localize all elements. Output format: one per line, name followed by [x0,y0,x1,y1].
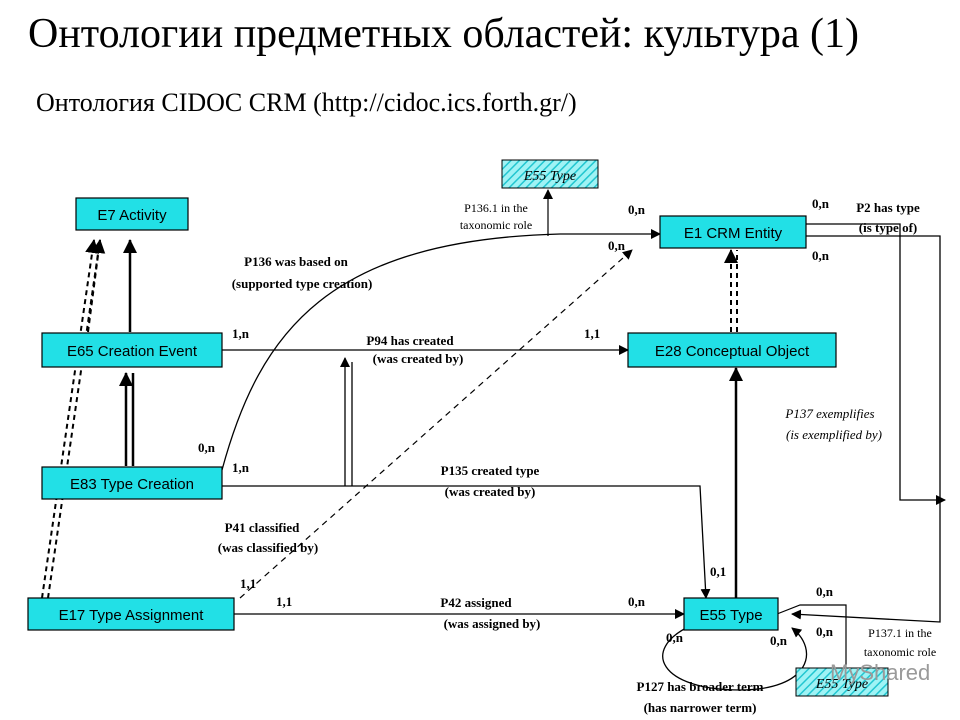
card-p2-from: 0,n [812,196,830,211]
label-p135-line1: P135 created type [441,463,540,478]
label-p41-line1: P41 classified [225,520,301,535]
p136-curve [221,229,661,471]
label-p136-1-line2: taxonomic role [460,218,532,232]
card-e1-mid: 0,n [608,238,626,253]
card-e1-top: 0,n [628,202,646,217]
p2-line [806,223,946,505]
svg-text:E55 Type: E55 Type [815,677,868,692]
card-e65-out: 1,n [232,326,250,341]
card-e55-loop-right: 0,n [770,633,788,648]
svg-text:E83 Type Creation: E83 Type Creation [70,476,194,493]
svg-text:E17 Type Assignment: E17 Type Assignment [59,607,205,624]
label-p127-line1: P127 has broader term [637,679,764,694]
card-e55-right-top: 0,n [816,584,834,599]
page-title: Онтологии предметных областей: культура … [28,11,859,57]
label-p137-line2: (is exemplified by) [786,427,882,442]
card-e17-11b: 1,1 [276,594,292,609]
svg-text:E65 Creation Event: E65 Creation Event [67,343,198,360]
svg-text:E1 CRM Entity: E1 CRM Entity [684,225,783,242]
box-e28-conceptual-object: E28 Conceptual Object [627,332,837,368]
label-p136-line2: (supported type creation) [232,276,373,291]
card-e55-in-p42: 0,n [628,594,646,609]
box-e17-type-assignment: E17 Type Assignment [27,597,235,631]
svg-text:E55 Type: E55 Type [699,607,762,624]
watermark: MyShared [830,660,930,685]
label-p94-line1: P94 has created [366,333,454,348]
label-p137-line1: P137 exemplifies [784,406,874,421]
card-e83-1n: 1,n [232,460,250,475]
label-p137-1-line1: P137.1 in the [868,626,932,640]
p127-loop [662,625,808,691]
box-e1-crm-entity: E1 CRM Entity [659,215,807,249]
inheritance-e17-e7 [41,239,101,599]
svg-text:E7 Activity: E7 Activity [97,207,167,224]
box-e83-type-creation: E83 Type Creation [41,466,223,500]
label-p2-line2: (is type of) [859,220,918,235]
p135-line [222,485,711,599]
card-e17-11a: 1,1 [240,576,256,591]
label-p136-1-line1: P136.1 in the [464,201,528,215]
label-p136-line1: P136 was based on [244,254,348,269]
label-p127-line2: (has narrower term) [644,700,757,715]
inheritance-e83-e65 [119,372,135,466]
card-e55-loop-left: 0,n [666,630,684,645]
box-e55-type-top: E55 Type [501,159,599,189]
card-p2-to: 0,n [812,248,830,263]
label-p137-1-line2: taxonomic role [864,645,936,659]
box-e55-type: E55 Type [683,597,779,631]
inheritance-e28-e1 [724,249,738,332]
svg-text:E28 Conceptual Object: E28 Conceptual Object [655,343,810,360]
card-e55-01: 0,1 [710,564,726,579]
label-p42-line2: (was assigned by) [444,616,541,631]
card-e28-in: 1,1 [584,326,600,341]
page-subtitle: Онтология CIDOC CRM (http://cidoc.ics.fo… [36,88,577,117]
label-p94-line2: (was created by) [373,351,464,366]
label-p2-line1: P2 has type [856,200,920,215]
box-e55-type-bottom: E55 Type [795,667,889,697]
card-e83-0n: 0,n [198,440,216,455]
label-p41-line2: (was classified by) [218,540,318,555]
box-e65-creation-event: E65 Creation Event [41,332,223,368]
label-p42-line1: P42 assigned [440,595,512,610]
p137-line [776,604,851,681]
svg-text:E55 Type: E55 Type [523,169,576,184]
box-e7-activity: E7 Activity [75,197,189,231]
card-e55-right-bottom: 0,n [816,624,834,639]
label-p135-line2: (was created by) [445,484,536,499]
